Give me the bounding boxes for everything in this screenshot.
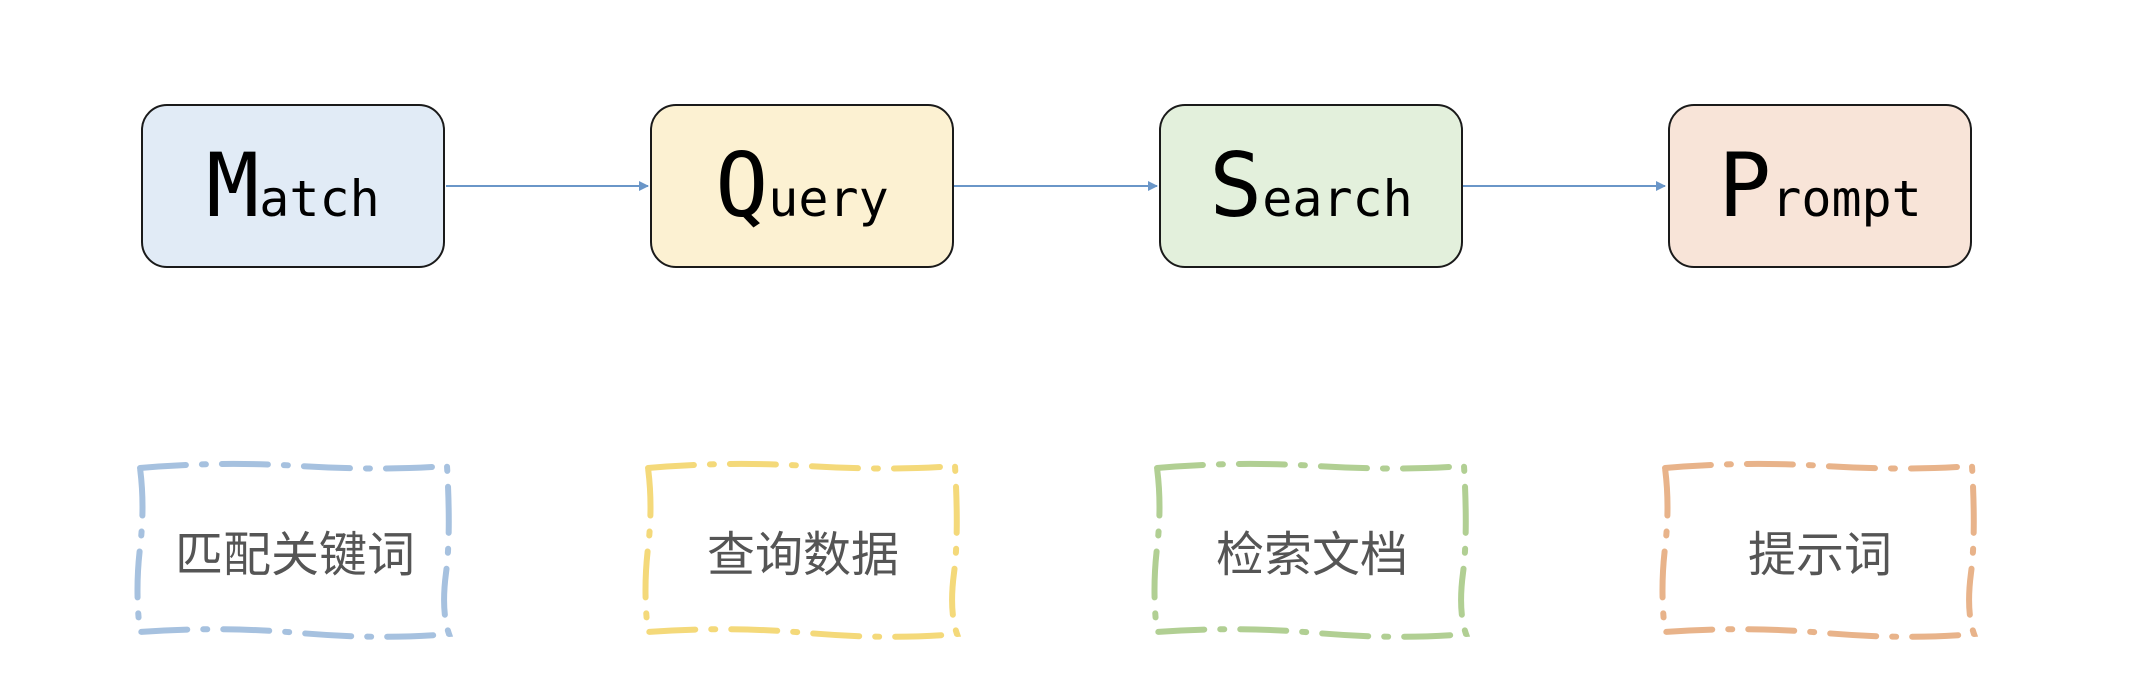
step-box-query: Query	[650, 104, 954, 268]
note-frame-prompt	[1659, 460, 1979, 640]
step-box-prompt: Prompt	[1668, 104, 1972, 268]
note-label-query: 查询数据	[706, 527, 899, 583]
step-label-match: Match	[206, 134, 380, 237]
step-label-search: Search	[1209, 134, 1413, 237]
note-frame-search	[1151, 460, 1471, 640]
note-label-match: 匹配关键词	[174, 527, 415, 583]
step-label-query: Query	[715, 134, 889, 237]
note-label-prompt: 提示词	[1747, 527, 1892, 583]
note-label-search: 检索文档	[1215, 527, 1408, 583]
step-label-prompt: Prompt	[1718, 134, 1922, 237]
note-frame-query	[642, 460, 962, 640]
note-frame-match	[134, 460, 454, 640]
step-box-search: Search	[1159, 104, 1463, 268]
step-box-match: Match	[141, 104, 445, 268]
